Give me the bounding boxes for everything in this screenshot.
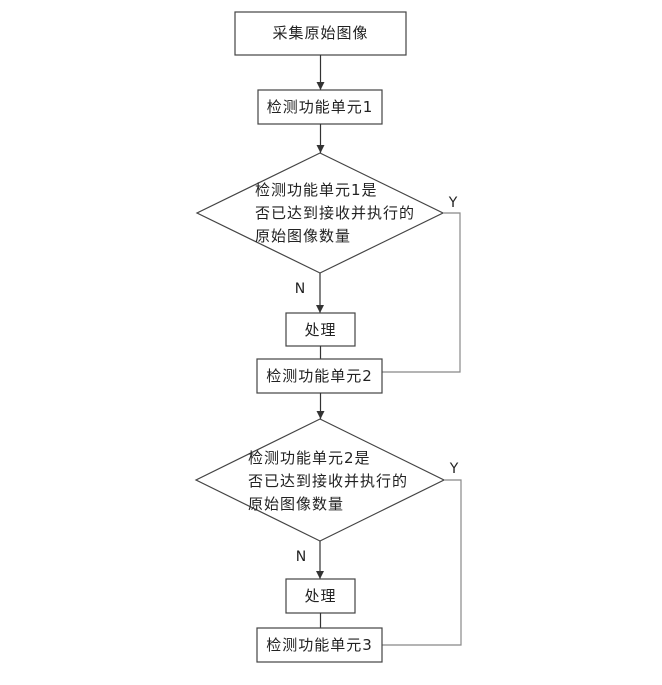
unit1-box [257, 89, 383, 125]
decision2-yes-label: Y [449, 461, 459, 477]
decision2-no-label: N [296, 549, 306, 565]
connector-decision1-yes [382, 212, 461, 373]
decision2-line2: 否已达到接收并执行的 [248, 472, 408, 490]
process2-label: 处理 [304, 587, 336, 605]
decision1-yes-label: Y [448, 195, 458, 211]
start-box [234, 11, 407, 56]
decision1-line1: 检测功能单元1是 [255, 181, 378, 199]
start-label: 采集原始图像 [272, 24, 368, 42]
process1-label: 处理 [304, 321, 336, 339]
decision2-line1: 检测功能单元2是 [248, 449, 371, 467]
unit2-label: 检测功能单元2 [266, 367, 373, 385]
process1-box [285, 312, 356, 347]
decision1-line2: 否已达到接收并执行的 [255, 204, 415, 222]
decision1-line3: 原始图像数量 [255, 227, 351, 245]
unit1-label: 检测功能单元1 [267, 98, 374, 116]
unit2-box [256, 358, 383, 394]
unit3-label: 检测功能单元3 [266, 636, 373, 654]
decision2-line3: 原始图像数量 [248, 495, 344, 513]
connector-decision2-yes [382, 479, 462, 646]
decision1-no-label: N [295, 281, 305, 297]
unit3-box [256, 627, 383, 663]
